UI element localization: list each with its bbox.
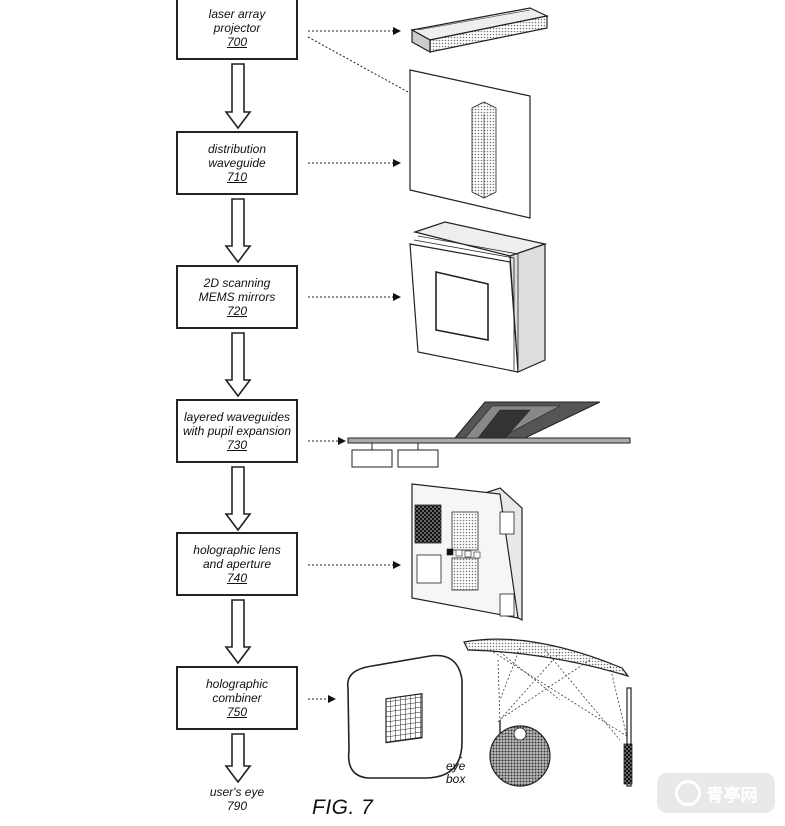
box-reference-number: 710 [226, 170, 248, 184]
figure-label: FIG. 7 [312, 796, 374, 819]
box-reference-number: 730 [226, 438, 248, 452]
box-layered-waveguides: layered waveguides with pupil expansion … [176, 399, 298, 463]
final-users-eye: user's eye 790 [176, 785, 298, 813]
holographic-lens-illustration [411, 483, 523, 622]
mems-mirror-illustration [409, 221, 548, 373]
distribution-waveguide-illustration [409, 69, 531, 219]
box-label-line2: MEMS mirrors [198, 290, 276, 304]
box-holographic-combiner: holographic combiner 750 [176, 666, 298, 730]
box-label-line1: laser array [208, 7, 266, 21]
eye-box-label: eye box [446, 760, 465, 786]
box-distribution-waveguide: distribution waveguide 710 [176, 131, 298, 195]
down-arrow-icon [224, 63, 252, 130]
down-arrow-icon [224, 198, 252, 264]
box-label-line1: layered waveguides [183, 410, 291, 424]
layered-waveguides-illustration [347, 401, 631, 468]
box-label-line1: holographic [205, 677, 269, 691]
box-label-line2: projector [213, 21, 261, 35]
eye-box-label-line1: eye [446, 759, 466, 773]
final-reference-number: 790 [226, 799, 248, 813]
down-arrow-icon [224, 466, 252, 532]
down-arrow-icon [224, 599, 252, 665]
watermark-logo-icon [674, 780, 701, 806]
box-label-line2: and aperture [202, 557, 272, 571]
box-label-line2: combiner [212, 691, 262, 705]
down-arrow-icon [224, 733, 252, 784]
final-label: user's eye [209, 785, 265, 799]
watermark: 青亭网 [657, 773, 775, 813]
box-label-line1: holographic lens [193, 543, 281, 557]
combiner-lens [463, 638, 630, 678]
eye-box-label-line2: box [446, 772, 466, 786]
box-reference-number: 700 [226, 35, 248, 49]
box-holographic-lens-aperture: holographic lens and aperture 740 [176, 532, 298, 596]
eye-box-grid [385, 693, 423, 744]
box-label-line1: 2D scanning [203, 276, 271, 290]
flow-arrows [224, 63, 252, 784]
box-label-line2: with pupil expansion [182, 424, 292, 438]
box-reference-number: 750 [226, 705, 248, 719]
box-reference-number: 720 [226, 304, 248, 318]
box-2d-scanning-mems-mirrors: 2D scanning MEMS mirrors 720 [176, 265, 298, 329]
box-label-line2: waveguide [208, 156, 266, 170]
box-laser-array-projector: laser array projector 700 [176, 0, 298, 60]
box-reference-number: 740 [226, 571, 248, 585]
eyeball [489, 725, 551, 787]
holographic-combiner-illustration [346, 638, 633, 787]
down-arrow-icon [224, 332, 252, 398]
laser-array-illustration [410, 7, 549, 54]
watermark-text: 青亭网 [706, 785, 758, 806]
box-label-line1: distribution [207, 142, 267, 156]
